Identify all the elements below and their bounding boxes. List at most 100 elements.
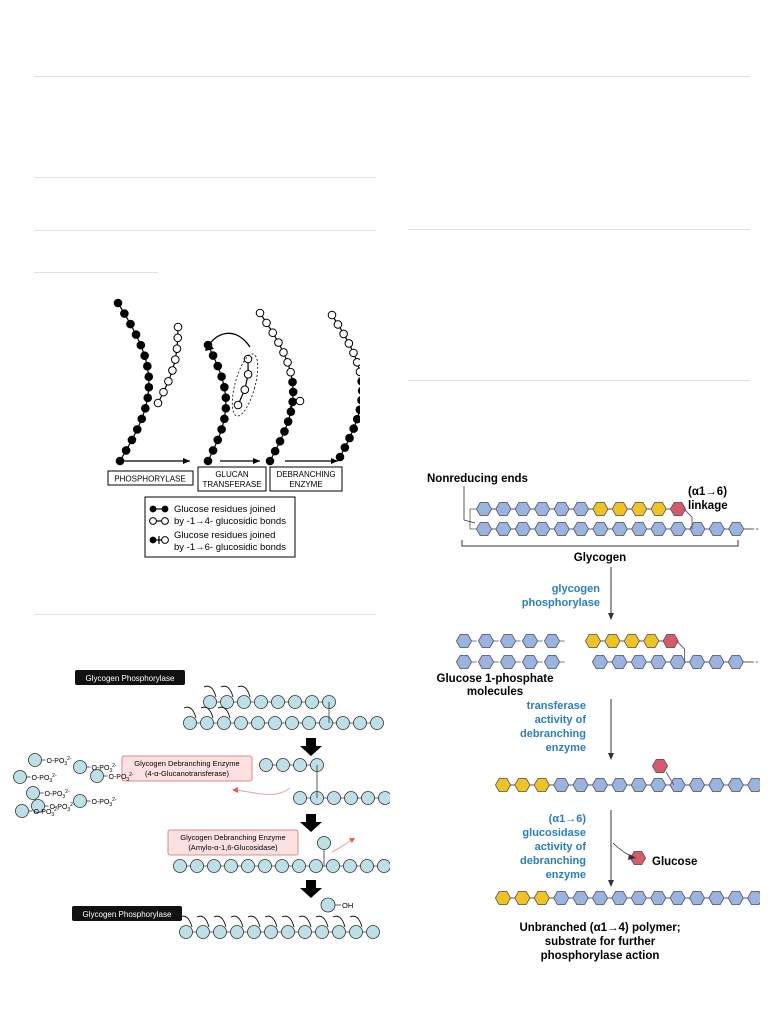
stage1-bottom-glucose — [319, 716, 333, 730]
phosphate-label-sup: 2- — [70, 802, 75, 808]
glycogen-bottom-residue — [708, 522, 725, 536]
down-arrow-3 — [300, 880, 322, 898]
phosphate-label-sup: 2- — [129, 772, 134, 778]
transfer-arrowhead — [205, 341, 214, 351]
chain1-branch-residue — [168, 366, 177, 375]
glycogen-top-residue — [514, 502, 531, 516]
glycogen-breakdown-diagram: Glycogen Phosphorylase Glycogen Debranch… — [13, 670, 390, 939]
branch-point-link — [665, 771, 675, 786]
post-transferase-residue — [708, 777, 725, 793]
glycogen-bottom-residue — [728, 522, 745, 536]
debranch2-line-1: Glycogen Debranching Enzyme — [180, 833, 285, 842]
transferase-box — [197, 466, 267, 492]
post-transferase-residue — [650, 777, 667, 793]
stage4-bottom-cleave-arrow — [298, 915, 312, 928]
transferase-step-label-1: GLUCAN — [215, 470, 249, 479]
glycogen-degradation-figure: Nonreducing ends (α1→6) linkage Glycogen… — [427, 473, 760, 962]
post-transferase-residue — [611, 777, 628, 793]
chain3-main-residue — [286, 407, 296, 416]
chain4-main-residue — [349, 348, 358, 358]
stage3-bottom-glucose — [343, 859, 357, 873]
glycogen-top-residue — [534, 502, 551, 516]
transfer-highlight — [231, 353, 259, 417]
glucose-chains — [113, 298, 360, 466]
stage2-top-glucose — [259, 758, 273, 772]
glycogen-bottom-residue — [534, 522, 551, 536]
transfer-arc — [234, 787, 291, 795]
chain3-main-residue — [270, 446, 280, 456]
debranch2-line-2: (Amylo-α-1,6-Glucosidase) — [188, 843, 278, 852]
chain1-branch-residue — [159, 387, 168, 397]
transferase-label-2: activity of — [535, 714, 587, 726]
phosphate-label-sub: 3 — [51, 812, 54, 818]
chain1-branch-residue — [173, 333, 183, 343]
stage3-bottom-glucose — [207, 859, 221, 873]
stage4-bottom-glucose — [230, 925, 244, 939]
glycogen-branch-link — [683, 508, 693, 529]
glycogen-top-residue — [553, 502, 570, 516]
glycogen-top-residue — [669, 502, 687, 516]
post-phos-top-residue — [643, 633, 660, 649]
phosphorylase-label-1: glycogen — [552, 583, 601, 595]
stage4-bottom-glucose — [213, 925, 227, 939]
stage4-bottom-glucose — [196, 925, 210, 939]
post-phos-top-residue — [662, 633, 679, 649]
glucose-release-arrowhead — [628, 854, 636, 860]
chain2-main-residue — [220, 414, 229, 424]
chain2-main-residue — [208, 446, 218, 455]
g1p-residue — [477, 654, 495, 670]
chain1-branch-residue — [173, 322, 183, 332]
phosphate-glucose — [73, 794, 87, 808]
final-polymer-residue — [727, 890, 744, 906]
post-transferase-residue — [727, 777, 744, 793]
stage4-bottom-cleave-arrow — [196, 915, 210, 928]
g1p-residue — [455, 633, 473, 649]
transferase-label-3: debranching — [520, 728, 586, 740]
chain1-main-residue — [144, 372, 154, 382]
chain2-main-residue — [221, 403, 231, 413]
chain3-main-residue — [286, 367, 295, 377]
stage4-bottom-glucose — [179, 925, 193, 939]
final-polymer-residue — [708, 890, 725, 906]
stage1-bottom-glucose — [336, 716, 350, 730]
glycogen-top-residue — [572, 502, 590, 516]
legend-16-white-residue — [161, 536, 169, 544]
phosphate-label-sup: 2- — [67, 756, 72, 762]
final-label-3: phosphorylase action — [541, 950, 660, 962]
chain3-main-residue — [255, 308, 265, 318]
glycogen-top-residue — [611, 502, 628, 516]
step-arrowhead-1 — [183, 458, 190, 464]
final-polymer-residue — [688, 890, 706, 906]
post-transferase-residue — [533, 777, 550, 793]
glycogen-bracket — [461, 540, 739, 547]
transferase-step-label-2: TRANSFERASE — [202, 480, 261, 489]
left-rule-1 — [34, 177, 376, 178]
phosphate-glucose — [28, 753, 42, 767]
chain1-main-residue — [127, 435, 137, 445]
post-phos-top-residue — [584, 633, 602, 649]
free-glucose — [320, 897, 336, 913]
chain2-branch-residue — [233, 400, 243, 410]
breakdown-chains — [173, 685, 390, 939]
debranching-step-label-2: ENZYME — [289, 480, 322, 489]
stage4-bottom-glucose — [315, 925, 329, 939]
chain2-main-residue — [203, 456, 213, 466]
chain1-main-residue — [131, 330, 141, 339]
post-transferase-residue — [669, 777, 686, 793]
stage4-bottom-cleave-arrow — [281, 915, 295, 928]
phosphate-label: O-PO32- — [34, 807, 59, 818]
final-polymer-residue — [747, 890, 760, 906]
phosphorylase-label-2: Glycogen Phosphorylase — [83, 910, 172, 919]
stage2-bottom-glucose — [327, 791, 341, 805]
post-phos-bottom-residue — [611, 654, 628, 670]
glucosidase-arc-head — [349, 838, 355, 843]
legend-white-residue-2 — [161, 517, 169, 525]
glycogen-bottom-residue — [475, 522, 493, 536]
chain1-main-residue — [143, 393, 153, 403]
stage4-bottom-glucose — [281, 925, 295, 939]
legend-14-line-1: Glucose residues joined — [174, 504, 275, 515]
legend-16-line-2: by -1→6- glucosidic bonds — [174, 542, 286, 553]
stage2-bottom-glucose — [378, 791, 390, 805]
phosphate-label-sub: 3 — [62, 794, 65, 800]
left-rule-2 — [34, 230, 376, 231]
